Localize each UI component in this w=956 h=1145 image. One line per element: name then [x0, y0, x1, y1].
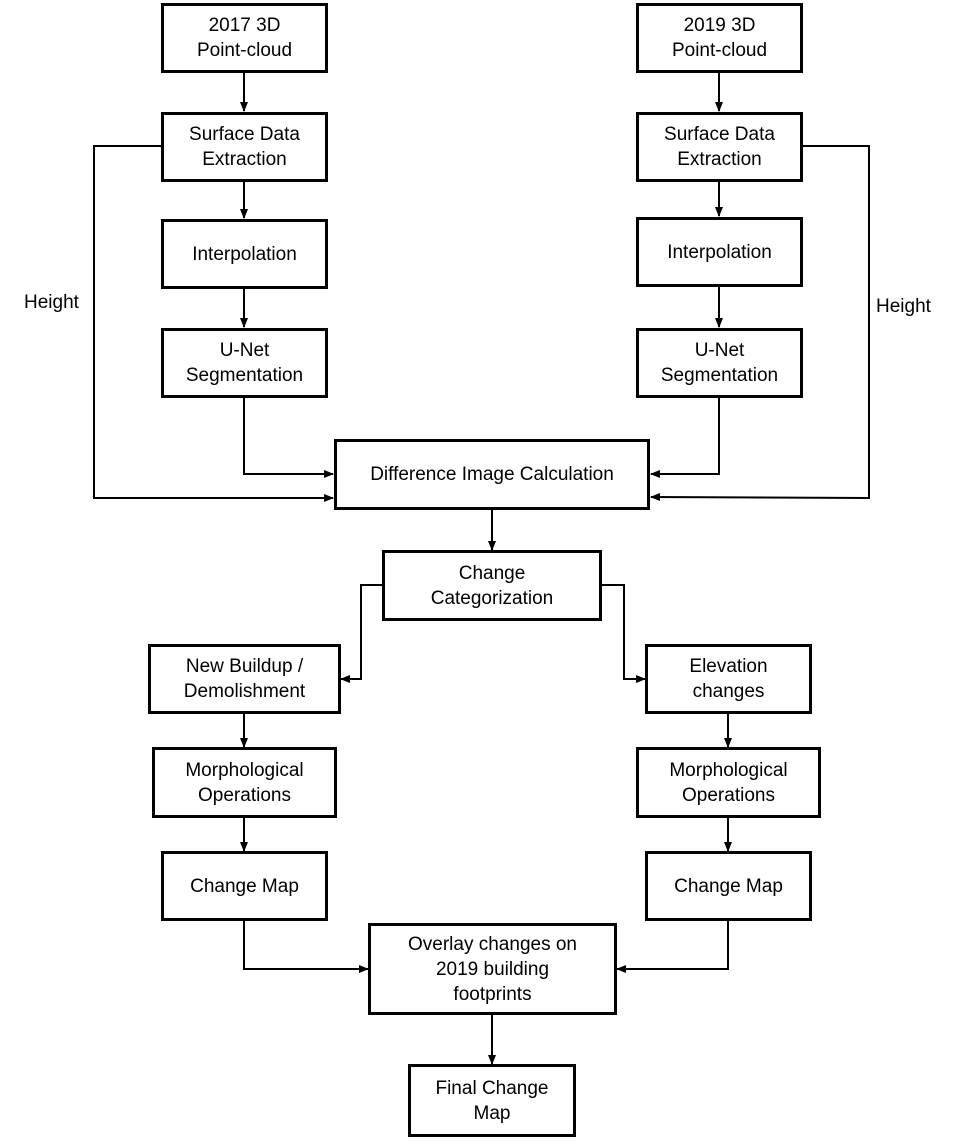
- node-change-map-left: Change Map: [161, 851, 328, 921]
- label-height-right: Height: [876, 296, 931, 317]
- node-morphological-operations-right: Morphological Operations: [636, 747, 821, 818]
- node-morphological-operations-left: Morphological Operations: [152, 747, 337, 818]
- node-overlay-changes: Overlay changes on 2019 building footpri…: [368, 923, 617, 1015]
- arrow-cmap-left-to-overlay: [243, 920, 369, 973]
- node-surface-data-extraction-left: Surface Data Extraction: [161, 112, 328, 182]
- arrow-cmap-right-to-overlay: [616, 920, 729, 973]
- label-height-left: Height: [24, 292, 79, 313]
- node-change-map-right: Change Map: [645, 851, 812, 921]
- node-difference-image-calculation: Difference Image Calculation: [334, 439, 650, 510]
- node-2017-point-cloud: 2017 3D Point-cloud: [161, 3, 328, 73]
- arrow-height-right: [650, 145, 870, 502]
- node-change-categorization: Change Categorization: [382, 550, 602, 621]
- arrow-categ-to-elev: [601, 584, 646, 683]
- node-new-buildup-demolishment: New Buildup / Demolishment: [148, 644, 341, 714]
- node-interpolation-left: Interpolation: [161, 219, 328, 289]
- node-elevation-changes: Elevation changes: [645, 644, 812, 714]
- arrow-height-left: [93, 145, 334, 502]
- node-interpolation-right: Interpolation: [636, 217, 803, 287]
- node-unet-segmentation-right: U-Net Segmentation: [636, 328, 803, 398]
- node-2019-point-cloud: 2019 3D Point-cloud: [636, 3, 803, 73]
- arrow-unet-right-to-diff: [650, 397, 720, 478]
- arrow-categ-to-newbuild: [340, 584, 383, 683]
- arrow-unet-left-to-diff: [243, 397, 334, 478]
- node-surface-data-extraction-right: Surface Data Extraction: [636, 112, 803, 182]
- node-final-change-map: Final Change Map: [408, 1064, 576, 1137]
- node-unet-segmentation-left: U-Net Segmentation: [161, 328, 328, 398]
